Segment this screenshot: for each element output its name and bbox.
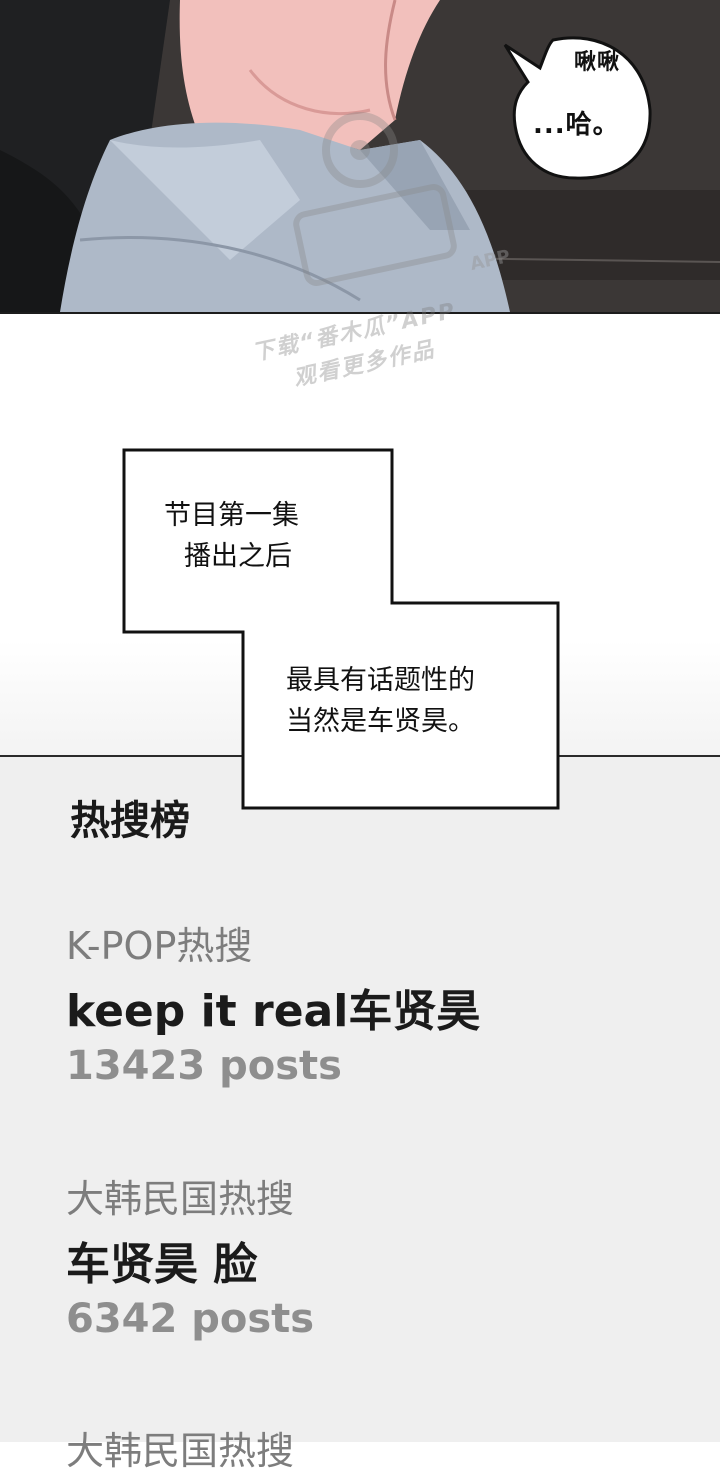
shirt-collar-right (360, 140, 470, 230)
entry-category: 大韩民国热搜 (66, 1177, 295, 1221)
speech-bubble-text: ...哈。 (533, 110, 620, 140)
shirt-collar-left (110, 140, 300, 260)
caption-2-line-1: 最具有话题性的 (286, 665, 475, 696)
entry-topic: keep it real车贤昊 (66, 986, 481, 1037)
entry-topic: 车贤昊 脸 (66, 1239, 258, 1290)
speech-bubble (503, 36, 652, 180)
comic-panel-top: 啾啾 ...哈。 APP (0, 0, 720, 314)
caption-2: 最具有话题性的 当然是车贤昊。 (286, 660, 475, 742)
shirt-fold (79, 236, 361, 302)
caption-1-line-1: 节目第一集 (164, 500, 299, 531)
neck-line (248, 69, 371, 116)
caption-box-outline (122, 448, 560, 810)
hot-search-title: 热搜榜 (70, 798, 190, 844)
entry-category-partial: 大韩民国热搜 (66, 1429, 295, 1473)
caption-boxes (122, 448, 560, 810)
caption-1: 节目第一集 播出之后 (164, 495, 299, 577)
entry-category: K-POP热搜 (66, 924, 253, 968)
caption-1-line-2: 播出之后 (184, 541, 292, 572)
neck-shadow-line (384, 0, 397, 121)
entry-posts: 13423 posts (66, 1043, 342, 1089)
panel-illustration (0, 0, 720, 312)
watermark-logo (293, 112, 457, 286)
sfx-text: 啾啾 (574, 50, 621, 75)
caption-2-line-2: 当然是车贤昊。 (286, 706, 475, 737)
hot-search-screen (0, 755, 720, 1442)
neck-skin (179, 0, 440, 150)
entry-posts: 6342 posts (66, 1296, 315, 1342)
